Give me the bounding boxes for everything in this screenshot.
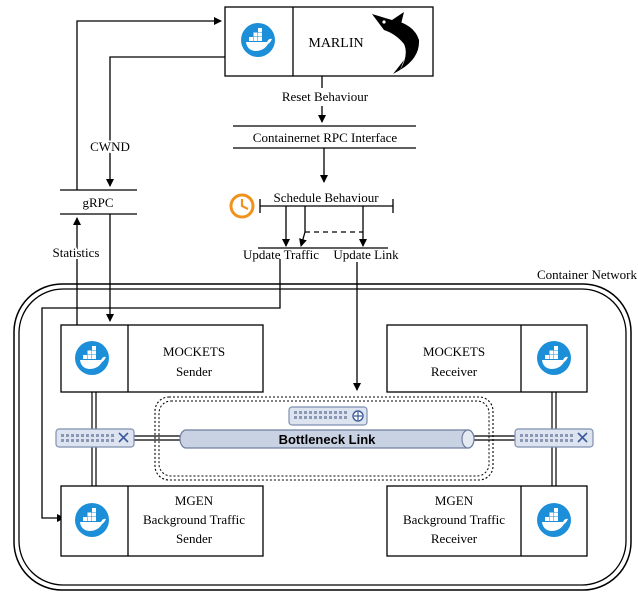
cwnd-label: CWND [90,139,130,154]
docker-icon [537,341,571,375]
update-traffic-label: Update Traffic [243,247,319,262]
mockets-receiver-line1: MOCKETS [423,344,485,359]
schedule-behaviour: Schedule Behaviour [259,190,394,213]
left-switch-icon [55,428,135,448]
mockets-sender-line1: MOCKETS [163,344,225,359]
pipe-to-right-switch-link [474,435,518,441]
mockets-receiver-box: MOCKETS Receiver [386,324,588,393]
schedule-to-traffic-arrow-2 [299,231,307,247]
marlin-to-grpc-arrow [106,56,225,187]
container-network-outer [13,283,632,591]
rpc-interface-label: Containernet RPC Interface [253,130,398,145]
update-traffic-to-mgen-arrow [41,259,281,522]
mgen-receiver-line1: MGEN [435,493,474,508]
mockets-sender-line2: Sender [176,364,213,379]
schedule-behaviour-label: Schedule Behaviour [273,190,379,205]
mgen-sender-line2: Background Traffic [143,512,245,527]
left-switch-to-pipe-link [132,435,184,441]
mgen-sender-box: MGEN Background Traffic Sender [60,485,264,557]
bottleneck-region-inner [158,400,490,477]
docker-icon [241,23,275,57]
marlin-label: MARLIN [308,36,363,51]
rpc-interface: Containernet RPC Interface [233,125,416,149]
reset-behaviour-label: Reset Behaviour [282,89,369,104]
mockets-sender-box: MOCKETS Sender [60,324,264,393]
container-network-label: Container Network [537,267,638,282]
docker-icon [75,503,109,537]
clock-icon [229,193,255,219]
marlin-fish-icon [372,12,420,74]
bottleneck-link-pipe: Bottleneck Link [179,429,475,449]
mgen-sender-line1: MGEN [175,493,214,508]
docker-icon [537,503,571,537]
bottleneck-link-label: Bottleneck Link [279,432,377,447]
statistics-label: Statistics [53,245,100,260]
mockets-receiver-line2: Receiver [431,364,478,379]
bottleneck-router-icon [288,406,368,426]
grpc-label: gRPC [82,195,113,210]
mgen-sender-line3: Sender [176,531,213,546]
grpc-interface: gRPC [60,189,137,215]
docker-icon [75,341,109,375]
container-network-inner [18,288,627,586]
right-switch-icon [514,428,594,448]
mgen-receiver-line3: Receiver [431,531,478,546]
mgen-receiver-box: MGEN Background Traffic Receiver [386,485,588,557]
mgen-receiver-line2: Background Traffic [403,512,505,527]
grpc-to-marlin-arrow [76,17,222,190]
marlin-box: MARLIN [224,6,434,77]
bottleneck-region-outer [154,396,494,481]
update-link-label: Update Link [333,247,399,262]
